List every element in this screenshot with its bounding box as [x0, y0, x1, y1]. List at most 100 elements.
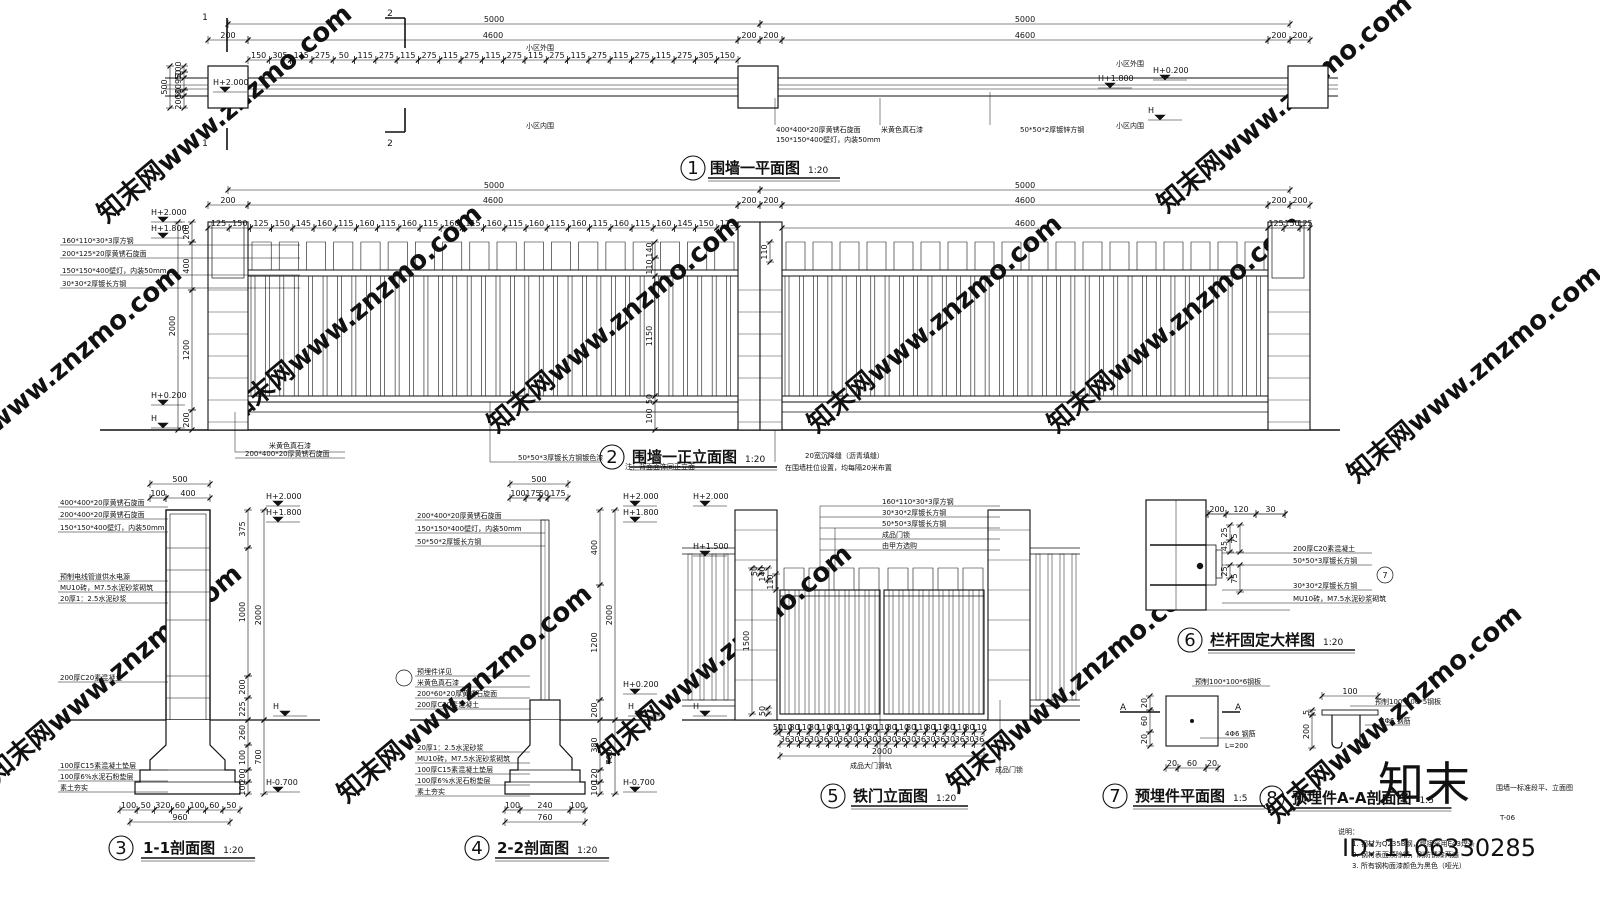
callout-label: 素土夯实 — [60, 783, 88, 792]
callout-label: 50*50*2厚镀长方钢 — [417, 537, 481, 546]
dimension-tick — [245, 37, 251, 43]
picket — [711, 553, 717, 701]
dimension-tick — [765, 565, 771, 571]
callout-label: 50*50*3厚镀长方钢 — [1293, 556, 1357, 565]
detail-reference-circle — [1376, 566, 1394, 584]
chain-dimension-label: 160 — [571, 219, 586, 228]
gate-leaf — [883, 589, 985, 715]
picket — [899, 275, 904, 397]
gate-picket — [968, 589, 974, 715]
total-length-label: 5000 — [484, 15, 504, 24]
callout-label: 在围墙柱位设置，均每隔20米布置 — [785, 463, 892, 472]
picket — [699, 553, 705, 701]
plan-level-mid: H+0.200 — [1153, 66, 1189, 75]
outside-label: 小区外围 — [526, 43, 554, 52]
notes-title: 说明： — [1338, 827, 1359, 836]
chain-dimension-label: 160 — [359, 219, 374, 228]
dimension-tick — [883, 741, 890, 747]
gate-pier — [987, 509, 1031, 721]
picket — [250, 275, 256, 397]
dimension-tick — [181, 75, 187, 81]
inside-label: 小区内围 — [1116, 121, 1144, 130]
dimension-tick — [189, 427, 195, 433]
embed-plate — [1165, 695, 1219, 747]
dimension-tick — [981, 753, 987, 759]
chain-dimension-label: 275 — [315, 51, 330, 60]
picket — [1013, 275, 1019, 397]
picket — [265, 275, 270, 397]
elevation-vertical-dimension: 110 — [760, 244, 769, 259]
section-vertical-dimension: 100 — [238, 780, 247, 795]
drawing-scale: 1:20 — [1323, 638, 1343, 648]
chain-dimension-label: 115 — [485, 51, 500, 60]
sheet-reference: 围墙一标准段平、立面图 — [1496, 783, 1573, 792]
level-marker-icon — [629, 688, 641, 695]
section-width-label: 100 — [570, 801, 585, 810]
chain-dimension-label: 30 — [848, 735, 858, 744]
dimension-tick — [757, 37, 763, 43]
dimension-tick — [185, 807, 192, 813]
callout-label: 20厚1：2.5水泥砂浆 — [60, 594, 127, 603]
section-column — [165, 509, 211, 721]
section-vertical-dimension: 700 — [605, 749, 614, 764]
dimension-tick — [815, 741, 822, 747]
dimension-tick — [245, 545, 251, 551]
callout-label: 由甲方选购 — [882, 541, 917, 550]
dimension-tick — [1223, 511, 1229, 517]
dimension-tick — [374, 225, 381, 231]
picket — [466, 275, 472, 397]
title-number: 8 — [1266, 788, 1277, 809]
dimension-tick — [922, 729, 929, 735]
dimension-tick — [245, 742, 251, 748]
dimension-tick — [825, 741, 832, 747]
pier-width-label: 200 — [1292, 196, 1307, 205]
dimension-tick — [607, 57, 614, 63]
dimension-tick — [893, 741, 900, 747]
gate-picket — [928, 589, 934, 715]
detail-reference-number: 7 — [1382, 571, 1387, 580]
drawing-title: 栏杆固定大样图 — [1210, 631, 1315, 649]
picket-cap — [442, 241, 463, 270]
dimension-tick — [565, 225, 572, 231]
chain-dimension-label: 115 — [613, 51, 628, 60]
gate-picket — [794, 589, 800, 715]
picket-cap — [1001, 241, 1022, 270]
level-marker-icon — [699, 710, 711, 717]
chain-dimension-label: 115 — [358, 51, 373, 60]
callout-label: 200厚C20素混凝土 — [1293, 544, 1355, 553]
dimension-tick — [1227, 537, 1233, 543]
chain-dimension-label: 115 — [508, 219, 523, 228]
chain-dimension-label: 100 — [190, 801, 205, 810]
dimension-tick — [523, 495, 529, 501]
picket-cap — [920, 241, 941, 270]
chain-dimension-label: 115 — [593, 219, 608, 228]
chain-dimension-label: 30 — [809, 735, 819, 744]
dimension-tick — [266, 57, 273, 63]
chain-dimension-label: 160 — [614, 219, 629, 228]
drawing-scale: 1:20 — [808, 166, 828, 176]
dimension-tick — [1297, 225, 1303, 231]
pier-width-label: 200 — [1271, 31, 1286, 40]
chain-dimension-label: 80 — [848, 723, 858, 732]
section-vertical-dimension: 375 — [238, 521, 247, 536]
dimension-tick — [537, 495, 543, 501]
chain-dimension-label: 150 — [1284, 219, 1299, 228]
callout-label: 150*150*400壁灯，内装50mm — [776, 135, 881, 144]
dimension-tick — [629, 225, 635, 231]
dimension-tick — [796, 741, 803, 747]
chain-dimension-label: 150 — [699, 219, 714, 228]
picket-cap — [785, 241, 806, 270]
notes-line: 1. 钢材为Q235B钢，焊接采用E43焊条 — [1352, 839, 1475, 848]
chain-dimension-label: 36 — [877, 735, 887, 744]
level-marker-icon — [157, 399, 169, 406]
gate-picket-cap — [858, 567, 880, 590]
level-marker-icon — [272, 516, 284, 523]
gate-picket — [834, 589, 840, 715]
section-width-label: 240 — [537, 801, 552, 810]
chain-dimension-label: 110 — [933, 723, 948, 732]
gate-picket — [948, 589, 954, 715]
callout-label: MU10砖，M7.5水泥砂浆砌筑 — [1293, 594, 1386, 603]
dimension-tick — [500, 57, 507, 63]
